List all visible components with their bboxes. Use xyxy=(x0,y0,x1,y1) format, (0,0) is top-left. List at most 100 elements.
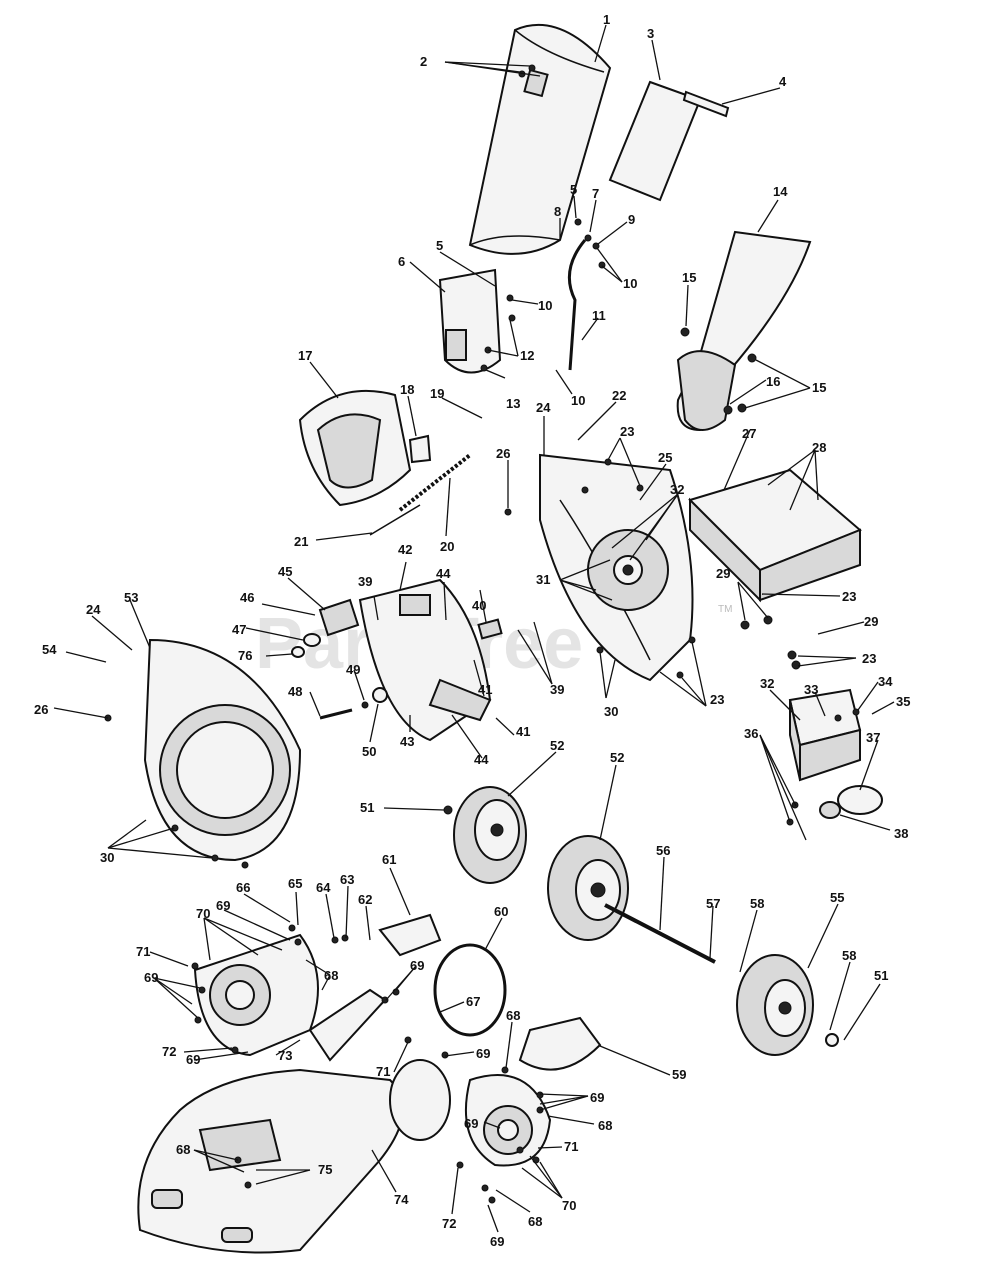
callout-71: 71 xyxy=(564,1139,578,1154)
callout-44: 44 xyxy=(436,566,451,581)
callout-31: 31 xyxy=(536,572,550,587)
callout-52: 52 xyxy=(550,738,564,753)
watermark-tm: TM xyxy=(718,604,732,615)
callout-24: 24 xyxy=(536,400,551,415)
callout-30: 30 xyxy=(604,704,618,719)
callout-28: 28 xyxy=(812,440,826,455)
callout-labels: 1 2 3 4 5 5 6 7 8 9 10 10 10 11 12 13 14… xyxy=(34,12,910,1249)
callout-49: 49 xyxy=(346,662,360,677)
callout-55: 55 xyxy=(830,890,844,905)
callout-66: 66 xyxy=(236,880,250,895)
callout-56: 56 xyxy=(656,843,670,858)
callout-43: 43 xyxy=(400,734,414,749)
callout-5: 5 xyxy=(570,182,577,197)
callout-60: 60 xyxy=(494,904,508,919)
callout-25: 25 xyxy=(658,450,672,465)
callout-10: 10 xyxy=(623,276,637,291)
chute-decal xyxy=(608,80,702,202)
callout-72: 72 xyxy=(442,1216,456,1231)
callout-68: 68 xyxy=(598,1118,612,1133)
leader-lines xyxy=(53,24,895,1233)
callout-68: 68 xyxy=(528,1214,542,1229)
small-wheel xyxy=(453,786,527,884)
callout-69: 69 xyxy=(490,1234,504,1249)
callout-12: 12 xyxy=(520,348,534,363)
callout-36: 36 xyxy=(744,726,758,741)
callout-41: 41 xyxy=(478,682,492,697)
coupler xyxy=(837,785,883,815)
callout-74: 74 xyxy=(394,1192,409,1207)
callout-47: 47 xyxy=(232,622,246,637)
callout-37: 37 xyxy=(866,730,880,745)
housing-ring xyxy=(433,943,507,1037)
callout-58: 58 xyxy=(750,896,764,911)
callout-19: 19 xyxy=(430,386,444,401)
bearing-housing xyxy=(788,688,862,782)
callout-69: 69 xyxy=(144,970,158,985)
callout-63: 63 xyxy=(340,872,354,887)
callout-39: 39 xyxy=(358,574,372,589)
hub-cap xyxy=(825,1033,839,1047)
callout-10: 10 xyxy=(538,298,552,313)
bolt xyxy=(319,708,353,720)
discharge-chute xyxy=(468,23,612,255)
callout-50: 50 xyxy=(362,744,376,759)
callout-44: 44 xyxy=(474,752,489,767)
large-wheel-left xyxy=(547,835,629,941)
latch-bracket xyxy=(408,434,432,464)
callout-69: 69 xyxy=(464,1116,478,1131)
deflector-rod xyxy=(567,239,587,371)
left-fan-housing xyxy=(193,933,319,1057)
callout-23: 23 xyxy=(620,424,634,439)
callout-5: 5 xyxy=(436,238,443,253)
callout-9: 9 xyxy=(628,212,635,227)
rotor-assembly xyxy=(358,578,492,742)
callout-16: 16 xyxy=(766,374,780,389)
right-fan-housing xyxy=(389,1059,552,1167)
spring xyxy=(398,453,472,512)
callout-59: 59 xyxy=(672,1067,686,1082)
support-arm xyxy=(308,988,387,1062)
callout-27: 27 xyxy=(742,426,756,441)
blade xyxy=(477,618,503,640)
callout-62: 62 xyxy=(358,892,372,907)
axle xyxy=(604,903,716,964)
callout-35: 35 xyxy=(896,694,910,709)
callout-69: 69 xyxy=(410,958,424,973)
callout-71: 71 xyxy=(376,1064,390,1079)
feed-hopper xyxy=(676,230,812,432)
mount-bracket xyxy=(378,913,442,957)
callout-48: 48 xyxy=(288,684,302,699)
callout-32: 32 xyxy=(670,482,684,497)
callout-51: 51 xyxy=(874,968,888,983)
callout-22: 22 xyxy=(612,388,626,403)
callout-51: 51 xyxy=(360,800,374,815)
callout-69: 69 xyxy=(186,1052,200,1067)
callout-20: 20 xyxy=(440,539,454,554)
callout-40: 40 xyxy=(472,598,486,613)
callout-52: 52 xyxy=(610,750,624,765)
callout-68: 68 xyxy=(324,968,338,983)
large-wheel-right xyxy=(736,954,814,1056)
callout-46: 46 xyxy=(240,590,254,605)
callout-1: 1 xyxy=(603,12,610,27)
callout-13: 13 xyxy=(506,396,520,411)
callout-76: 76 xyxy=(238,648,252,663)
blade-block xyxy=(318,598,360,637)
callout-8: 8 xyxy=(554,204,561,219)
callout-42: 42 xyxy=(398,542,412,557)
spacer xyxy=(303,633,321,647)
callout-10: 10 xyxy=(571,393,585,408)
callout-4: 4 xyxy=(779,74,787,89)
callout-3: 3 xyxy=(647,26,654,41)
pivot-rod xyxy=(369,504,421,536)
main-frame xyxy=(137,1068,404,1254)
callout-65: 65 xyxy=(288,876,302,891)
callout-6: 6 xyxy=(398,254,405,269)
callout-32: 32 xyxy=(760,676,774,691)
callout-29: 29 xyxy=(864,614,878,629)
callout-18: 18 xyxy=(400,382,414,397)
deflector-shield xyxy=(518,1016,602,1071)
chipper-side-plate xyxy=(539,453,694,682)
